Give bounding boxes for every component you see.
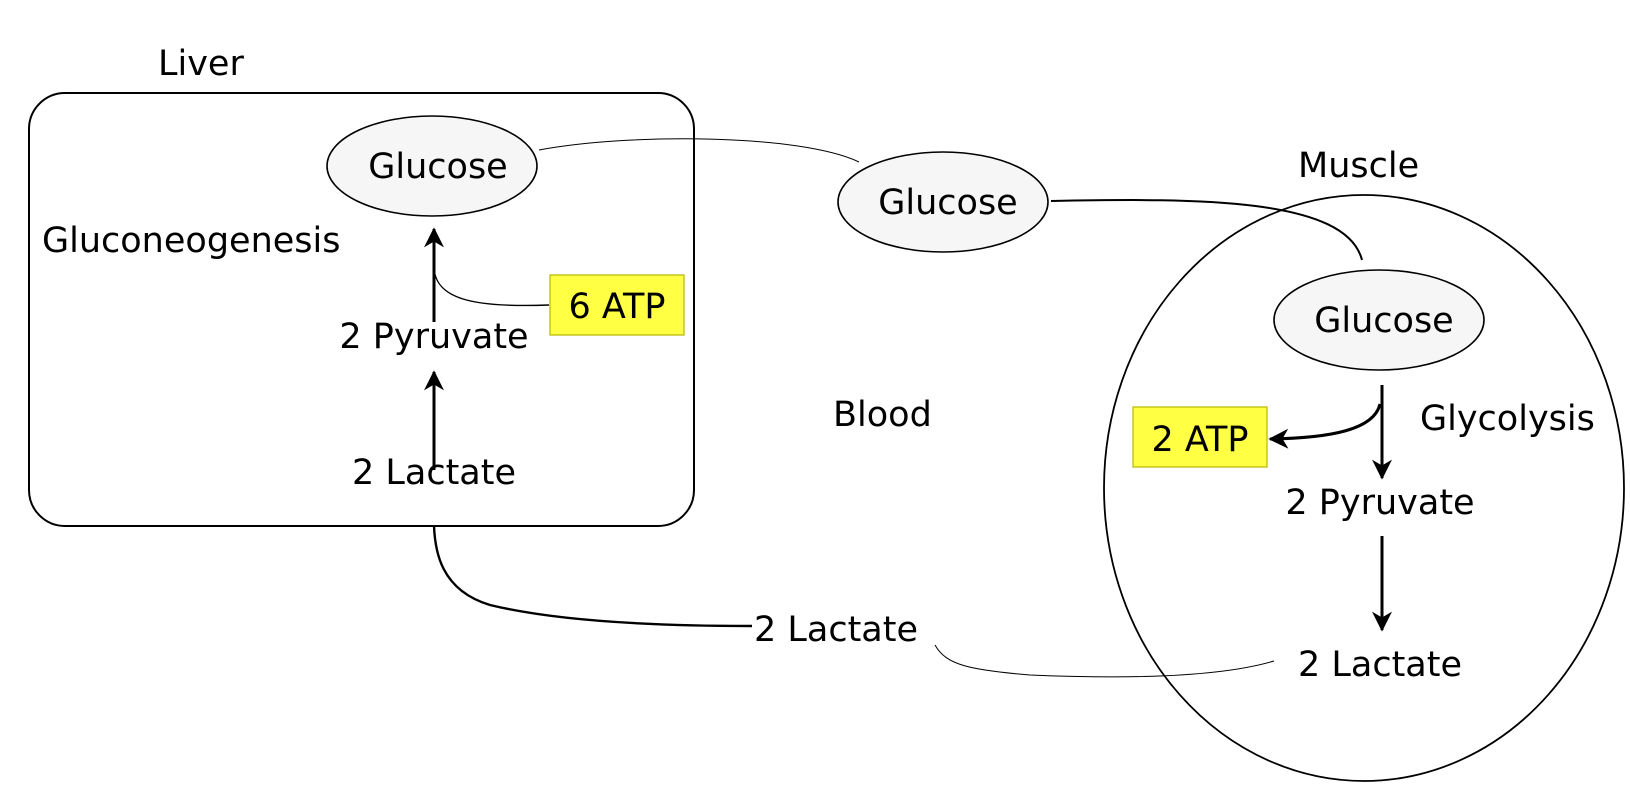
- gluconeogenesis-label: Gluconeogenesis: [42, 221, 340, 261]
- liver-compartment: Liver Gluconeogenesis Glucose 2 Pyruvate…: [28, 44, 695, 527]
- glycolysis-label: Glycolysis: [1420, 399, 1595, 439]
- liver-atp-input-line: [433, 267, 550, 307]
- liver-glucose-node: [326, 115, 538, 217]
- blood-glucose-label: Glucose: [878, 183, 1017, 223]
- muscle-title: Muscle: [1298, 146, 1419, 186]
- muscle-pyruvate-label: 2 Pyruvate: [1285, 483, 1474, 523]
- liver-box: [28, 92, 695, 527]
- muscle-glucose-node: [1273, 269, 1485, 371]
- blood-glucose-node: [837, 151, 1049, 253]
- blood-lactate-to-liver-line: [432, 525, 753, 628]
- muscle-atp-label: 2 ATP: [1151, 420, 1248, 460]
- muscle-lactate-to-blood-line: [934, 644, 1275, 678]
- blood-label: Blood: [833, 395, 932, 435]
- liver-glucose-label: Glucose: [368, 147, 507, 187]
- liver-atp-badge: [549, 274, 685, 336]
- blood-lactate-label: 2 Lactate: [754, 610, 918, 650]
- liver-title: Liver: [158, 44, 244, 84]
- blood-compartment: Blood Glucose 2 Lactate: [754, 151, 1049, 650]
- muscle-glucose-label: Glucose: [1314, 301, 1453, 341]
- muscle-atp-output-arrow: [1268, 403, 1382, 449]
- transport-connectors: [432, 138, 1363, 678]
- liver-glucose-to-blood-line: [538, 138, 860, 163]
- muscle-cell: [1103, 194, 1625, 782]
- muscle-atp-badge: [1132, 406, 1268, 468]
- muscle-compartment: Muscle Glycolysis Glucose 2 Pyruvate 2 L…: [1103, 146, 1625, 782]
- blood-glucose-to-muscle-line: [1050, 199, 1363, 261]
- liver-atp-label: 6 ATP: [568, 287, 665, 327]
- muscle-lactate-label: 2 Lactate: [1298, 645, 1462, 685]
- liver-pyruvate-label: 2 Pyruvate: [339, 317, 528, 357]
